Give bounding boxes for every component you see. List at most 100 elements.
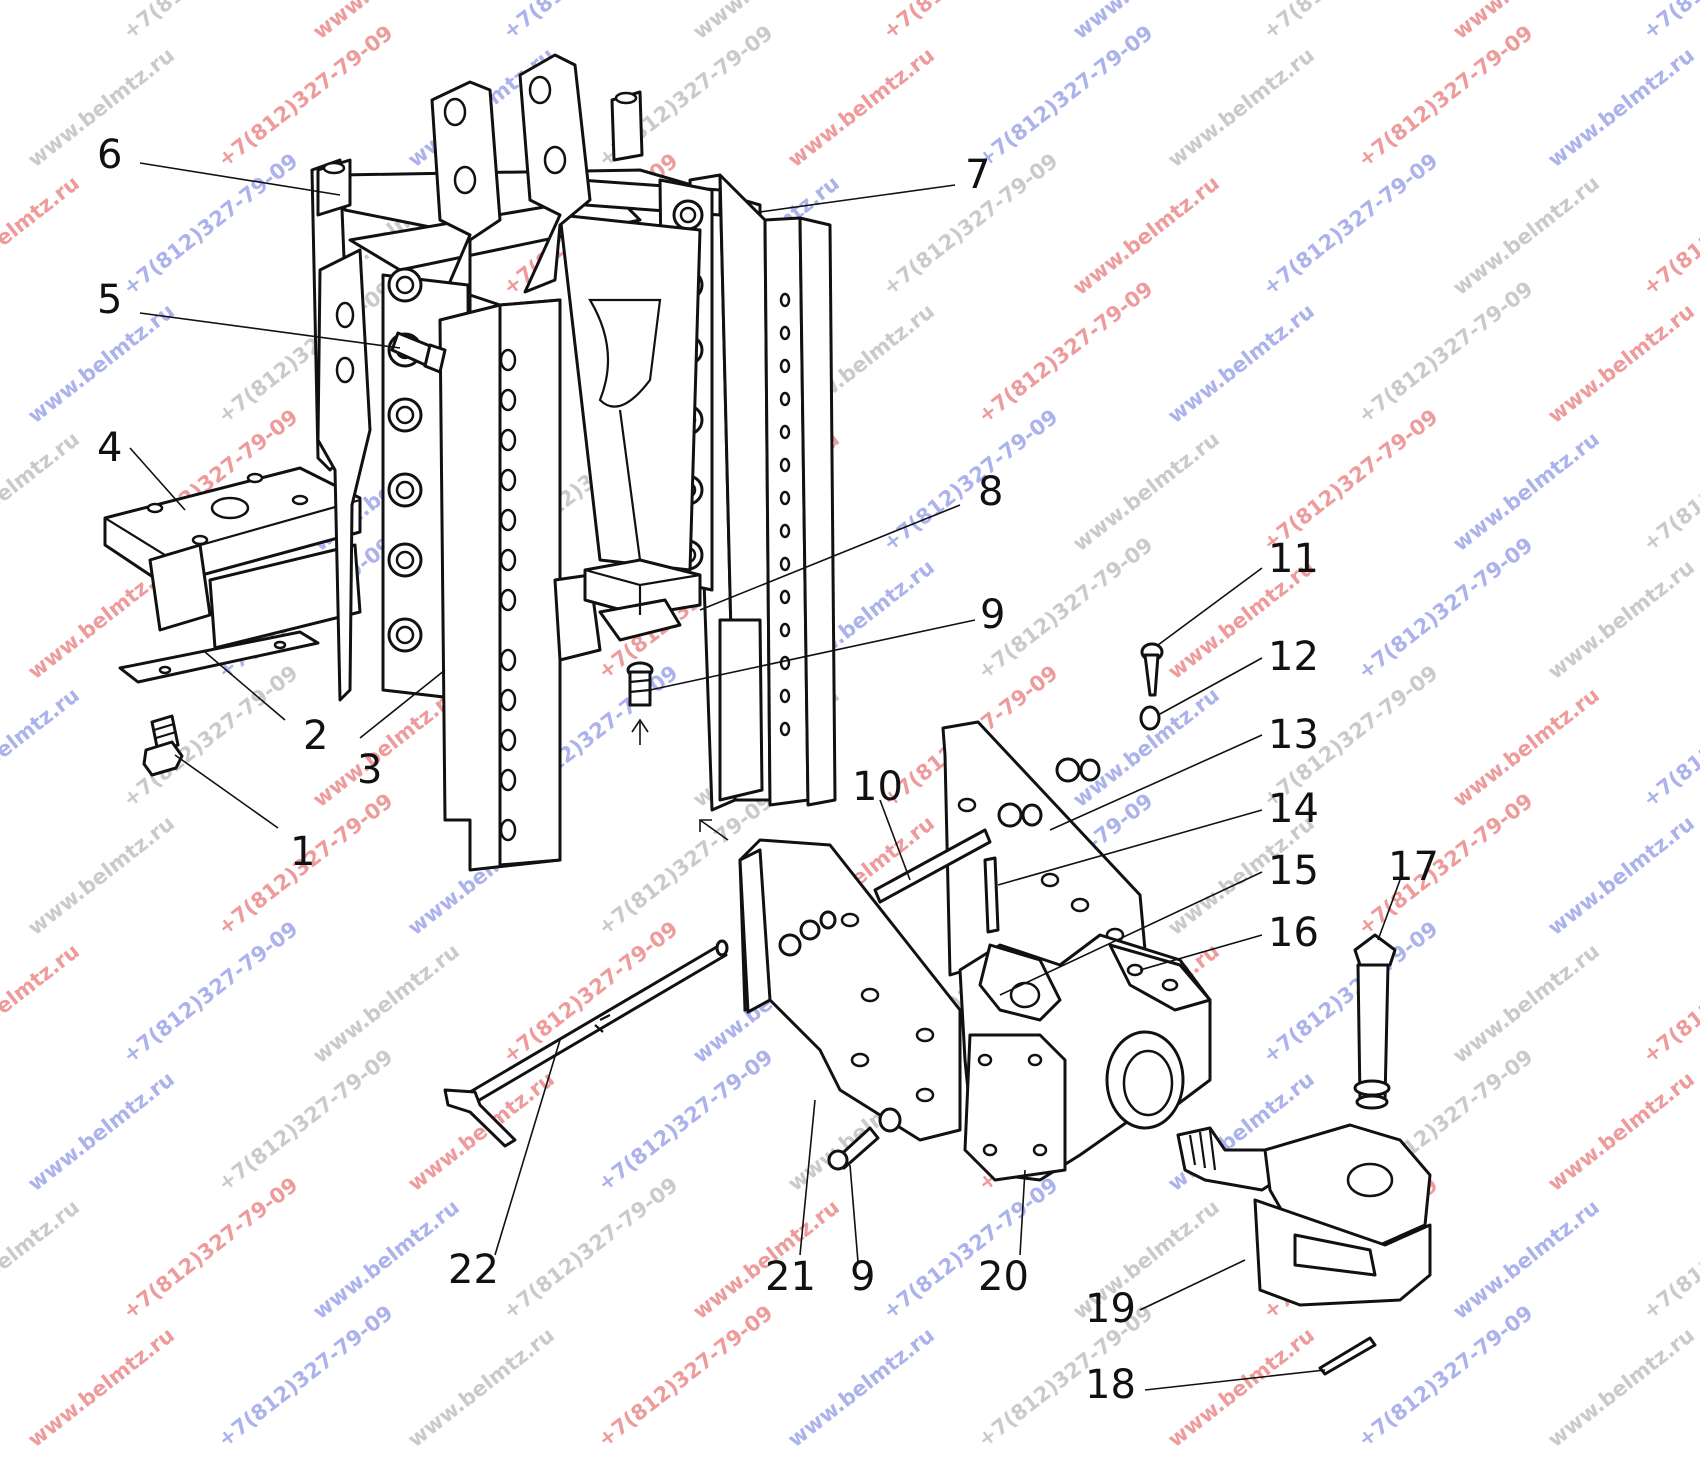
watermark-text: +7(812)327-79-09 (118, 661, 302, 812)
adjust-hole (779, 655, 791, 671)
callout-11: 11 (1268, 536, 1319, 582)
callout-numbers: 6 5 4 2 3 1 7 8 9 10 11 12 13 14 15 16 1… (97, 132, 1439, 1408)
watermark-text: www.belmtz.ru (23, 811, 179, 940)
adjust-hole (779, 325, 791, 341)
watermark-text: +7(812)327-79-09 (1258, 149, 1442, 300)
part-20-coupling-housing (958, 933, 1212, 1182)
assembly-arrow (699, 819, 729, 841)
adjust-hole (779, 556, 791, 572)
watermark-text: +7(812)327-79-09 (1353, 533, 1537, 684)
watermark-text: www.belmtz.ru (1543, 811, 1699, 940)
callout-10: 10 (852, 764, 903, 810)
mount-hole (499, 588, 517, 612)
watermark-text: +7(812)327-79-09 (118, 1173, 302, 1324)
watermark-text: +7(812)327-79-09 (878, 405, 1062, 556)
watermark-text: +7(812)327-79-09 (118, 917, 302, 1068)
watermark-text: +7(812)327-79-09 (1258, 0, 1442, 44)
adjust-hole (779, 457, 791, 473)
watermark-text: www.belmtz.ru (1448, 171, 1604, 300)
callout-22: 22 (448, 1247, 499, 1293)
adjust-hole (779, 424, 791, 440)
watermark-text: +7(812)327-79-09 (593, 1301, 777, 1452)
watermark-text: www.belmtz.ru (0, 939, 84, 1068)
adjust-hole (779, 391, 791, 407)
part-19-clevis (1176, 1123, 1432, 1307)
adjust-hole (779, 721, 791, 737)
watermark-text: +7(812)327-79-09 (1353, 21, 1537, 172)
callout-9-lower: 9 (850, 1254, 875, 1300)
watermark-text: www.belmtz.ru (1068, 427, 1224, 556)
mount-hole (499, 648, 517, 672)
callout-leaders (129, 162, 1401, 1391)
part-22-rod (443, 939, 729, 1148)
callout-20: 20 (978, 1254, 1029, 1300)
callout-13: 13 (1268, 712, 1319, 758)
watermark-text: +7(812)327-79-09 (1258, 405, 1442, 556)
watermark-text: www.belmtz.ru (0, 1195, 84, 1324)
part-2-shim-plate (118, 630, 320, 684)
adjust-hole (779, 688, 791, 704)
watermark-text: www.belmtz.ru (1448, 427, 1604, 556)
mount-hole (499, 728, 517, 752)
part-8-block (583, 558, 702, 642)
mount-hole (499, 548, 517, 572)
watermark-text: www.belmtz.ru (783, 1323, 939, 1452)
hex-bolt-icon (387, 397, 423, 433)
watermark-text: +7(812)327-79-09 (973, 21, 1157, 172)
watermark-text: +7(812)327-79-09 (1638, 1173, 1700, 1324)
callout-2: 2 (303, 713, 328, 759)
mount-hole (499, 388, 517, 412)
watermark-text: www.belmtz.ru (1543, 299, 1699, 428)
watermark-text: www.belmtz.ru (0, 0, 84, 44)
watermark-text: +7(812)327-79-09 (118, 0, 302, 44)
callout-6: 6 (97, 132, 122, 178)
adjust-hole (779, 523, 791, 539)
watermark-text: +7(812)327-79-09 (213, 1045, 397, 1196)
mount-hole (499, 818, 517, 842)
watermark-text: www.belmtz.ru (1068, 683, 1224, 812)
hex-bolt-icon (387, 617, 423, 653)
callout-15: 15 (1268, 848, 1319, 894)
adjust-hole (779, 358, 791, 374)
callout-1: 1 (290, 829, 315, 875)
hex-bolt-icon (387, 542, 423, 578)
callout-4: 4 (97, 425, 122, 471)
callout-19: 19 (1085, 1286, 1136, 1332)
part-4-base-plate (103, 466, 362, 650)
callout-21: 21 (765, 1254, 816, 1300)
callout-9-upper: 9 (980, 592, 1005, 638)
part-9-lower-bolt (827, 1107, 902, 1171)
mount-hole (499, 468, 517, 492)
watermark-text: +7(812)327-79-09 (213, 1301, 397, 1452)
part-3-front-column (381, 267, 764, 872)
adjust-hole (779, 622, 791, 638)
callout-8: 8 (978, 469, 1003, 515)
part-18-cotter (1318, 1336, 1377, 1376)
part-21-side-plate (738, 838, 962, 1142)
watermark-text: +7(812)327-79-09 (878, 0, 1062, 44)
watermark-text: +7(812)327-79-09 (1638, 149, 1700, 300)
callout-17: 17 (1388, 844, 1439, 890)
watermark-text: +7(812)327-79-09 (593, 1045, 777, 1196)
watermark-text: +7(812)327-79-09 (213, 21, 397, 172)
watermark-text: www.belmtz.ru (0, 683, 84, 812)
watermark-text: +7(812)327-79-09 (1638, 0, 1700, 44)
part-11-pin (1140, 642, 1164, 697)
hex-bolt-icon (387, 472, 423, 508)
adjust-hole (779, 490, 791, 506)
watermark-text: +7(812)327-79-09 (1353, 277, 1537, 428)
watermark-text: www.belmtz.ru (1163, 1323, 1319, 1452)
callout-14: 14 (1268, 786, 1319, 832)
watermark-text: www.belmtz.ru (1448, 1195, 1604, 1324)
callout-18: 18 (1085, 1362, 1136, 1408)
part-12-washer (1139, 705, 1161, 731)
hex-bolt-icon (387, 267, 423, 303)
callout-5: 5 (97, 277, 122, 323)
callout-16: 16 (1268, 910, 1319, 956)
part-14-pin (983, 856, 1000, 934)
watermark-text: www.belmtz.ru (23, 1323, 179, 1452)
adjust-hole (779, 589, 791, 605)
watermark-text: www.belmtz.ru (23, 1067, 179, 1196)
